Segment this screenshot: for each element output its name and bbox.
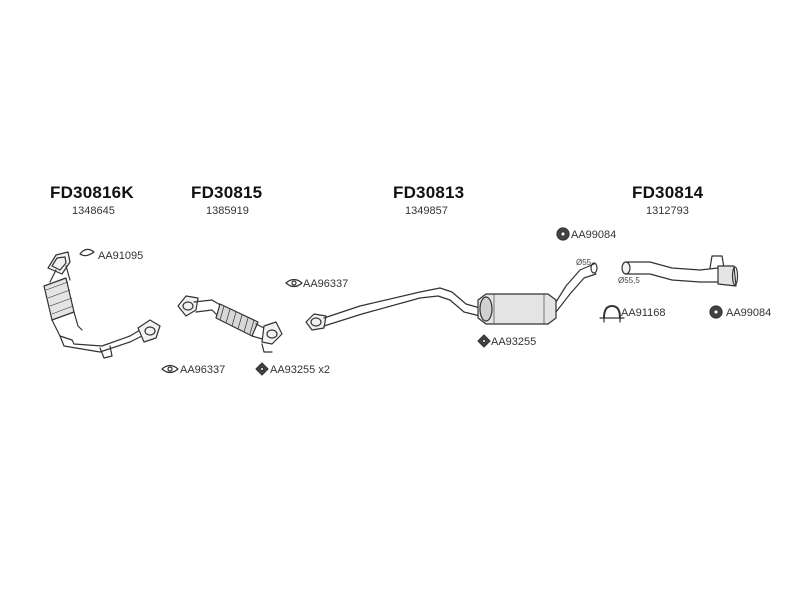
part-code-tail-pipe: FD30814 bbox=[632, 183, 704, 202]
accessory-label-clamp: AA91168 bbox=[621, 307, 666, 319]
gasket-icon bbox=[161, 364, 179, 374]
tail-pipe-icon bbox=[621, 255, 739, 287]
accessory-label-hanger-flex: AA93255 x2 bbox=[270, 364, 330, 376]
rubber-mount-icon bbox=[556, 227, 570, 241]
gasket-icon bbox=[285, 278, 303, 288]
accessory-label-rubber-mount-right: AA99084 bbox=[726, 307, 772, 319]
oem-number-catalyst: 1348645 bbox=[72, 205, 115, 217]
gasket-icon bbox=[79, 248, 95, 257]
dimension-outlet-diameter: Ø55 bbox=[576, 258, 592, 267]
catalytic-converter-icon bbox=[43, 251, 161, 359]
accessory-label-gasket-flex-left: AA96337 bbox=[180, 364, 226, 376]
clamp-icon bbox=[599, 305, 625, 323]
rubber-mount-icon bbox=[709, 305, 723, 319]
accessory-label-gasket-flex-right: AA96337 bbox=[303, 278, 349, 290]
part-code-catalyst: FD30816K bbox=[50, 183, 134, 202]
accessory-label-rubber-mount-top: AA99084 bbox=[571, 229, 617, 241]
accessory-label-gasket-catalyst: AA91095 bbox=[98, 250, 144, 262]
middle-silencer-icon bbox=[305, 262, 598, 331]
rubber-hanger-icon bbox=[255, 362, 269, 376]
oem-number-flex-pipe: 1385919 bbox=[206, 205, 249, 217]
rubber-hanger-icon bbox=[477, 334, 491, 348]
oem-number-tail-pipe: 1312793 bbox=[646, 205, 689, 217]
dimension-inlet-diameter: Ø55,5 bbox=[618, 276, 640, 285]
part-code-flex-pipe: FD30815 bbox=[191, 183, 263, 202]
flex-pipe-icon bbox=[177, 295, 283, 353]
accessory-label-hanger-middle: AA93255 bbox=[491, 336, 537, 348]
part-code-middle-silencer: FD30813 bbox=[393, 183, 465, 202]
oem-number-middle-silencer: 1349857 bbox=[405, 205, 448, 217]
